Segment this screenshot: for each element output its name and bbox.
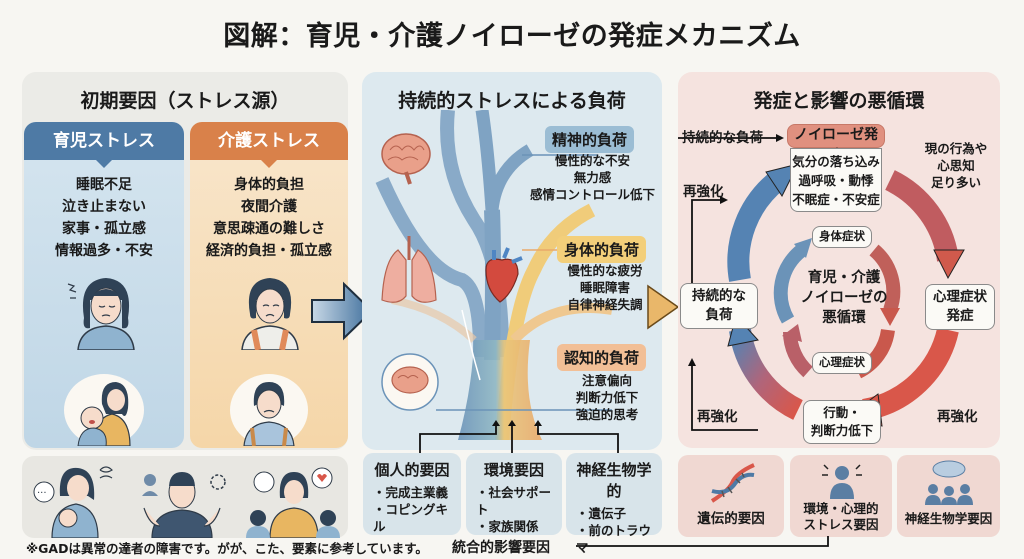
list-item: 不眠症・不安症 <box>792 192 880 207</box>
node-line: 心理症状 <box>933 289 987 305</box>
neurosis-onset-header: ノイローゼ発症 <box>787 124 885 164</box>
heart-organ-icon <box>485 247 523 303</box>
list-item: 経済的負担・孤立感 <box>206 243 332 259</box>
tired-mother-icon <box>67 278 135 350</box>
list-item: 強迫的思考 <box>575 407 639 422</box>
factor-item: ・家族関係 <box>476 519 539 534</box>
risk-label: 神経生物学要因 <box>904 511 993 526</box>
cognitive-load-list: 注意偏向 判断力低下 強迫的思考 <box>562 372 652 423</box>
center-line: 育児・介護 <box>807 270 881 286</box>
mental-load-list: 慢性的な不安 無力感 感情コントロール低下 <box>530 152 655 203</box>
integrated-connector-line <box>576 536 829 547</box>
list-item: 判断力低下 <box>575 390 639 405</box>
list-item: 慢性的な疲労 <box>567 263 643 278</box>
list-item: 過呼吸・動悸 <box>798 173 874 188</box>
factor-connector-lines <box>419 420 619 460</box>
center-line: 悪循環 <box>822 310 866 326</box>
factor-item: ・遺伝子 <box>576 506 627 521</box>
caregiving-stress-header: 介護ストレス <box>190 122 348 168</box>
childcare-stress-header: 育児ストレス <box>24 122 184 168</box>
note-line: 心思知 <box>937 158 975 173</box>
childcare-stress-column: 育児ストレス 睡眠不足 泣き止まない 家事・孤立感 情報過多・不安 <box>24 122 184 448</box>
list-item: 身体的負担 <box>234 177 304 193</box>
risk-box-environmental: 環境・心理的 ストレス要因 <box>790 455 892 537</box>
node-behavior-decline: 行動・ 判断力低下 <box>803 400 881 444</box>
mental-load-label: 精神的負荷 <box>545 126 635 153</box>
node-psych-symptom-onset: 心理症状 発症 <box>925 284 995 330</box>
factor-title: 個人的要因 <box>374 461 450 479</box>
node-line: 持続的な <box>692 288 746 304</box>
cognitive-load-label: 認知的負荷 <box>557 344 647 371</box>
list-item: 意思疎通の難しさ <box>213 221 325 237</box>
list-item: 泣き止まない <box>62 199 146 215</box>
tired-caregiver-icon <box>241 278 299 350</box>
panel-title-cycle: 発症と影響の悪循環 <box>753 90 925 112</box>
risk-label: 遺伝的要因 <box>697 511 765 527</box>
note-line: 足り多い <box>930 175 981 190</box>
environmental-factors-box: 環境要因 ・社会サポート ・家族関係 <box>466 453 562 535</box>
caregiving-stress-list: 身体的負担 夜間介護 意思疎通の難しさ 経済的負担・孤立感 <box>190 174 348 262</box>
factor-item: ・完成主業義 <box>373 485 449 500</box>
side-note: 現の行為や 心思知 足り多い <box>918 140 994 191</box>
brain-icon <box>381 133 431 185</box>
list-item: 睡眠不足 <box>76 177 132 193</box>
risk-label: ストレス要因 <box>803 517 879 532</box>
inner-node-psych-symptoms: 心理症状 <box>812 352 872 374</box>
neurobiological-factors-box: 神経生物学的 ・遺伝子 ・前のトラウマ <box>566 453 662 555</box>
list-item: 注意偏向 <box>581 373 632 388</box>
mother-with-baby-illustration <box>64 374 144 447</box>
list-item: 情報過多・不安 <box>55 243 153 259</box>
factor-item: ・社会サポート <box>476 485 552 517</box>
factor-title: 神経生物学的 <box>576 461 652 500</box>
flow-arrow-orange-icon <box>647 284 680 330</box>
panel-title-sustained: 持続的ストレスによる負荷 <box>398 90 626 112</box>
risk-box-neurobiological: 神経生物学要因 <box>897 455 1000 537</box>
physical-load-label: 身体的負荷 <box>557 236 647 263</box>
risk-label: 環境・心理的 <box>803 501 879 516</box>
center-line: ノイローゼの <box>800 290 888 306</box>
brain-circle-icon <box>391 366 429 394</box>
node-sustained-load: 持続的な 負荷 <box>680 283 758 329</box>
cycle-center-label: 育児・介護 ノイローゼの 悪循環 <box>794 268 894 328</box>
risk-box-genetic: 遺伝的要因 <box>678 455 784 537</box>
list-item: 慢性的な不安 <box>554 153 630 168</box>
inner-node-body-symptoms: 身体症状 <box>812 226 872 248</box>
integrated-factors-label: 統合的影響要因 <box>452 540 550 556</box>
stressed-person-icon <box>822 464 862 499</box>
reinforce-label-bottom-left: 再強化 <box>697 409 738 425</box>
worried-caregiver-illustration <box>230 374 308 447</box>
factor-item: ・コピングキル <box>373 502 449 534</box>
node-line: 発症 <box>946 308 974 324</box>
input-load-label: 持続的な負荷 <box>682 130 763 146</box>
list-item: 気分の落ち込み <box>792 154 880 169</box>
reinforce-label-bottom-right: 再強化 <box>937 409 978 425</box>
dna-icon <box>710 463 755 503</box>
node-line: 負荷 <box>705 307 733 323</box>
svg-text:···: ··· <box>37 488 47 499</box>
list-item: 睡眠障害 <box>579 280 630 295</box>
factor-item: ・前のトラウマ <box>576 523 652 555</box>
page-title: 図解：育児・介護ノイローゼの発症メカニズム <box>223 21 801 52</box>
caregiving-stress-column: 介護ストレス 身体的負担 夜間介護 意思疎通の難しさ 経済的負担・孤立感 <box>190 122 348 448</box>
personal-factors-box: 個人的要因 ・完成主業義 ・コピングキル <box>363 453 461 535</box>
list-item: 家事・孤立感 <box>62 221 146 237</box>
list-item: 自律神経失調 <box>567 297 643 312</box>
list-item: 感情コントロール低下 <box>530 187 656 202</box>
footnote: ※GADは異常の達者の障害です。がが、こた、要素に参考しています。 <box>26 541 428 556</box>
childcare-stress-list: 睡眠不足 泣き止まない 家事・孤立感 情報過多・不安 <box>24 174 184 262</box>
lungs-icon <box>381 236 437 303</box>
note-line: 現の行為や <box>924 141 988 156</box>
factor-title: 環境要因 <box>483 461 544 479</box>
reinforce-label-top: 再強化 <box>683 184 724 200</box>
node-line: 判断力低下 <box>810 423 874 438</box>
node-line: 行動・ <box>823 405 861 420</box>
flow-arrow-right-icon <box>311 281 374 341</box>
list-item: 夜間介護 <box>241 199 297 215</box>
list-item: 無力感 <box>573 170 612 185</box>
physical-load-list: 慢性的な疲労 睡眠障害 自律神経失調 <box>555 262 655 313</box>
group-thought-icon <box>925 460 973 505</box>
panel-title-initial: 初期要因（ストレス源） <box>80 90 290 112</box>
neurosis-onset-symptoms: 気分の落ち込み 過呼吸・動悸 不眠症・不安症 <box>790 148 882 212</box>
people-illustration-strip: ··· <box>22 456 348 539</box>
